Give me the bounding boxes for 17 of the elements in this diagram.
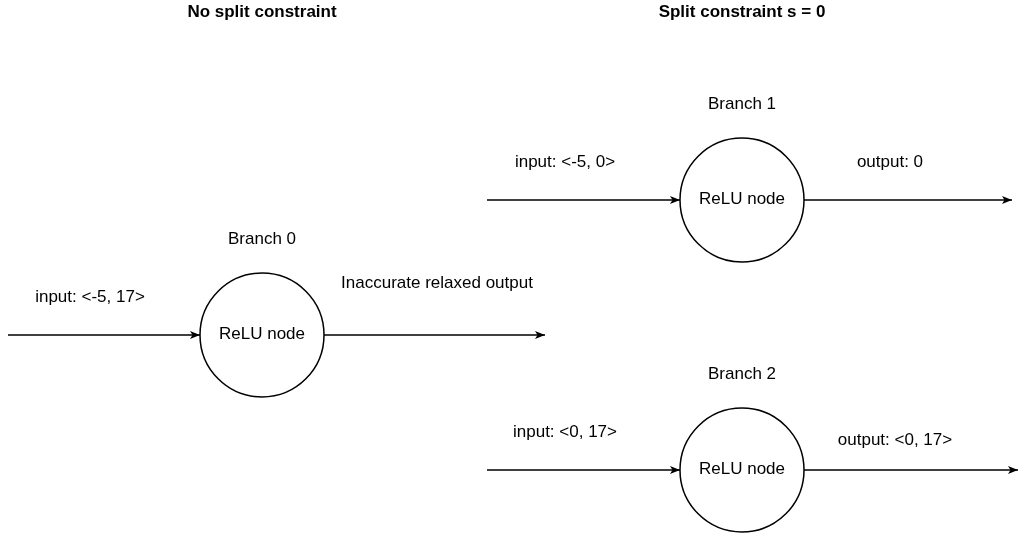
edge-label: input: <0, 17> <box>512 421 618 443</box>
edge-label: input: <-5, 17> <box>34 286 146 308</box>
branch-heading: Branch 1 <box>706 94 777 114</box>
branch-heading: Branch 0 <box>226 229 297 249</box>
edge-label: output: 0 <box>855 151 925 173</box>
arrow <box>486 466 681 474</box>
edge-label: input: <-5, 0> <box>513 151 617 173</box>
edge-label: Inaccurate relaxed output <box>340 272 534 294</box>
column-heading: Split constraint s = 0 <box>657 1 827 23</box>
node-label: ReLU node <box>218 324 306 344</box>
arrow <box>7 331 201 339</box>
arrow <box>486 196 681 204</box>
node-label: ReLU node <box>698 189 786 209</box>
node-label: ReLU node <box>698 459 786 479</box>
branch-heading: Branch 2 <box>706 364 777 384</box>
column-heading: No split constraint <box>187 1 337 23</box>
edge-label: output: <0, 17> <box>836 429 954 451</box>
